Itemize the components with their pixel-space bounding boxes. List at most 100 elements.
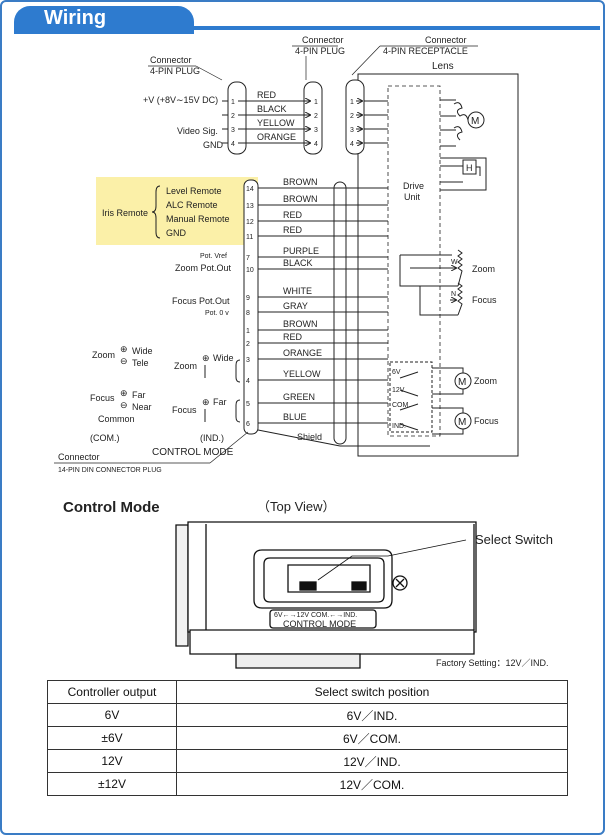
drive-unit-label-2: Unit: [404, 192, 421, 202]
din-wire-color: BROWN: [283, 177, 318, 187]
connector-receptacle-label: Connector: [425, 35, 467, 45]
switch-contacts: [399, 371, 419, 431]
wiring-title: Wiring: [44, 7, 107, 29]
mode-switch-label: IND.: [392, 423, 406, 430]
drive-unit-label: Drive: [403, 181, 424, 191]
receptacle-pin: 2: [350, 113, 354, 120]
table-cell: 12V: [47, 749, 177, 773]
din-pin-number: 3: [246, 357, 250, 364]
table-cell: 6V: [47, 703, 177, 727]
zoom-mid-plus: ⊕: [202, 353, 210, 363]
zoom-minus: ⊖: [120, 356, 128, 366]
focus-mid-label: Focus: [172, 405, 197, 415]
din-wire-color: GREEN: [283, 392, 315, 402]
zoom-pot: W Zoom: [399, 249, 495, 287]
svg-text:Focus: Focus: [472, 295, 497, 305]
table-header: Controller output: [47, 680, 177, 704]
din-wire-color: GRAY: [283, 301, 308, 311]
left-plug-pin: 3: [231, 127, 235, 134]
table-header: Select switch position: [176, 680, 568, 704]
zoom-mid-label: Zoom: [174, 361, 197, 371]
shield-label: Shield: [297, 432, 322, 442]
din-pin-number: 1: [246, 328, 250, 335]
title-bar: [14, 26, 600, 30]
table-cell: ±6V: [47, 726, 177, 750]
receptacle-pin: 4: [350, 141, 354, 148]
din-wire-color: ORANGE: [283, 348, 322, 358]
din-pin-number: 6: [246, 421, 250, 428]
top-view-label: （Top View）: [257, 499, 336, 514]
table-cell: 12V／IND.: [176, 749, 568, 773]
wiring-diagram: Connector 4-PIN PLUG Connector 4-PIN PLU…: [54, 35, 553, 669]
mode-switch-box: [389, 361, 433, 433]
iris-remote-label: Iris Remote: [102, 208, 148, 218]
connector-plug-type: 4-PIN PLUG: [150, 66, 200, 76]
four-pin-wire-color: ORANGE: [257, 132, 296, 142]
motor-focus: M Focus: [432, 407, 499, 435]
table-cell: 12V／COM.: [176, 772, 568, 796]
focus-minus: ⊖: [120, 400, 128, 410]
din-pin-number: 10: [246, 267, 254, 274]
receptacle-pin: 1: [350, 99, 354, 106]
din-wire-color: YELLOW: [283, 369, 321, 379]
switch-scale-label: 6V←→12V COM.←→IND.: [274, 612, 357, 619]
lens-label: Lens: [432, 61, 454, 72]
left-plug-pin: 1: [231, 99, 235, 106]
four-pin-wire-color: YELLOW: [257, 118, 295, 128]
din-wire-color: WHITE: [283, 286, 312, 296]
zoom-pot-out-label: Zoom Pot.Out: [175, 263, 232, 273]
din-pin-number: 12: [246, 219, 254, 226]
four-pin-wire-color: RED: [257, 90, 277, 100]
common-label: Common: [98, 414, 135, 424]
title-tab: [14, 6, 194, 34]
din-pin-number: 4: [246, 378, 250, 385]
focus-plus: ⊕: [120, 388, 128, 398]
iris-item-label: ALC Remote: [166, 200, 218, 210]
center-plug-pin: 1: [314, 99, 318, 106]
svg-text:M: M: [458, 377, 466, 388]
switch-table: Controller output Select switch position…: [47, 680, 568, 796]
motor-zoom: M Zoom: [432, 367, 497, 395]
com-label: (COM.): [90, 433, 120, 443]
pot-vref-label: Pot. Vref: [200, 253, 227, 260]
svg-text:Zoom: Zoom: [472, 264, 495, 274]
din-wire-color: RED: [283, 210, 303, 220]
din-pin-number: 5: [246, 401, 250, 408]
svg-text:Zoom: Zoom: [474, 376, 497, 386]
left-plug-pin: 4: [231, 141, 235, 148]
din-pin-number: 7: [246, 255, 250, 262]
left-plug-body: [227, 81, 247, 155]
connector-plug-center-label: Connector: [302, 35, 344, 45]
din-wire-color: PURPLE: [283, 246, 319, 256]
wide-label: Wide: [132, 346, 153, 356]
svg-text:Focus: Focus: [474, 416, 499, 426]
switch-caption: CONTROL MODE: [283, 619, 356, 629]
din-wire-color: RED: [283, 225, 303, 235]
svg-text:W: W: [451, 259, 458, 266]
mode-switch-label: 12V: [392, 387, 405, 394]
din-pin-number: 9: [246, 295, 250, 302]
near-label: Near: [132, 402, 152, 412]
din-pin-number: 11: [246, 234, 253, 241]
power-label: +V (+8V∼15V DC): [143, 95, 218, 105]
control-mode-diagram-label: CONTROL MODE: [152, 447, 234, 458]
din-pin-number: 13: [246, 203, 254, 210]
tele-label: Tele: [132, 358, 149, 368]
table-cell: 6V／COM.: [176, 726, 568, 750]
focus-pot-out-label: Focus Pot.Out: [172, 296, 230, 306]
pot-0v-label: Pot. 0 v: [205, 310, 229, 317]
din-wire-color: BLACK: [283, 258, 313, 268]
focus-pot: N Focus: [419, 282, 497, 316]
iris-item-label: Manual Remote: [166, 214, 230, 224]
center-plug-pin: 4: [314, 141, 318, 148]
din-pin-number: 8: [246, 310, 250, 317]
din-plug-body: [243, 179, 259, 435]
select-switch-label: Select Switch: [475, 532, 553, 547]
focus-left-label: Focus: [90, 393, 115, 403]
center-plug-pin: 2: [314, 113, 318, 120]
svg-text:M: M: [458, 417, 466, 428]
